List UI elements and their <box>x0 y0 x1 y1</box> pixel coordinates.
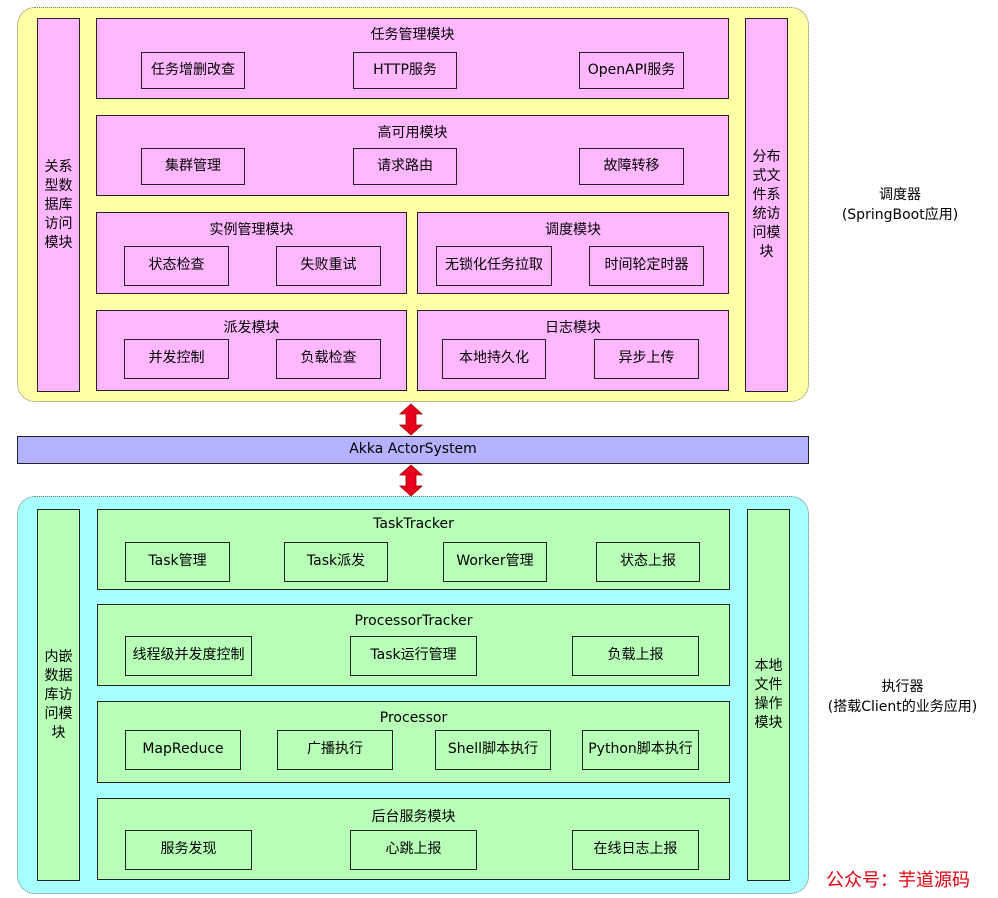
lock-free-task-pull: 无锁化任务拉取 <box>436 246 552 286</box>
http-service: HTTP服务 <box>353 52 457 89</box>
relational-db-access-module: 关系型数据库访问模块 <box>37 18 80 392</box>
service-discovery: 服务发现 <box>125 830 252 870</box>
embedded-db-access-module: 内嵌数据库访问模块 <box>37 509 80 881</box>
scheduling-title: 调度模块 <box>545 222 601 238</box>
scheduler-side-label: 调度器 (SpringBoot应用) <box>820 185 980 225</box>
openapi-service: OpenAPI服务 <box>579 52 684 89</box>
python-script-execution: Python脚本执行 <box>582 730 699 770</box>
status-check: 状态检查 <box>124 246 229 286</box>
dispatch-title: 派发模块 <box>223 320 280 336</box>
double-arrow-icon <box>398 464 424 497</box>
executor-label: 执行器 <box>881 679 924 695</box>
request-routing: 请求路由 <box>353 148 457 185</box>
thread-concurrency-control: 线程级并发度控制 <box>125 636 252 676</box>
executor-sublabel: (搭载Client的业务应用) <box>827 699 978 715</box>
log-title: 日志模块 <box>545 320 601 336</box>
local-persistence: 本地持久化 <box>442 339 546 379</box>
cluster-management: 集群管理 <box>141 148 245 185</box>
shell-script-execution: Shell脚本执行 <box>435 730 551 770</box>
high-availability-title: 高可用模块 <box>377 125 448 141</box>
local-file-operation-module: 本地文件操作模块 <box>747 509 790 881</box>
failure-retry: 失败重试 <box>276 246 381 286</box>
background-services-title: 后台服务模块 <box>371 809 456 825</box>
failover: 故障转移 <box>579 148 684 185</box>
processortracker-title: ProcessorTracker <box>354 613 473 629</box>
concurrency-control: 并发控制 <box>124 339 229 379</box>
tasktracker-title: TaskTracker <box>373 516 454 532</box>
task-crud: 任务增删改查 <box>141 52 245 89</box>
scheduler-sublabel: (SpringBoot应用) <box>841 207 959 223</box>
executor-side-label: 执行器 (搭载Client的业务应用) <box>815 677 990 717</box>
task-run-management: Task运行管理 <box>350 636 477 676</box>
watermark-text: 公众号：芋道源码 <box>826 870 970 891</box>
double-arrow-icon <box>398 403 424 436</box>
akka-actorsystem-bar: Akka ActorSystem <box>17 436 809 464</box>
instance-management-title: 实例管理模块 <box>209 222 294 238</box>
task-management: Task管理 <box>125 542 230 582</box>
load-report: 负载上报 <box>572 636 699 676</box>
load-check: 负载检查 <box>276 339 381 379</box>
task-dispatch: Task派发 <box>284 542 388 582</box>
scheduler-label: 调度器 <box>879 187 921 203</box>
time-wheel-timer: 时间轮定时器 <box>589 246 704 286</box>
broadcast-execution: 广播执行 <box>277 730 393 770</box>
task-management-title: 任务管理模块 <box>370 27 455 43</box>
async-upload: 异步上传 <box>594 339 699 379</box>
status-report: 状态上报 <box>596 542 700 582</box>
online-log-report: 在线日志上报 <box>572 830 699 870</box>
heartbeat-report: 心跳上报 <box>350 830 477 870</box>
worker-management: Worker管理 <box>443 542 547 582</box>
distributed-fs-access-module: 分布式文件系统访问模块 <box>745 18 788 392</box>
mapreduce: MapReduce <box>125 730 241 770</box>
processor-title: Processor <box>379 710 448 726</box>
